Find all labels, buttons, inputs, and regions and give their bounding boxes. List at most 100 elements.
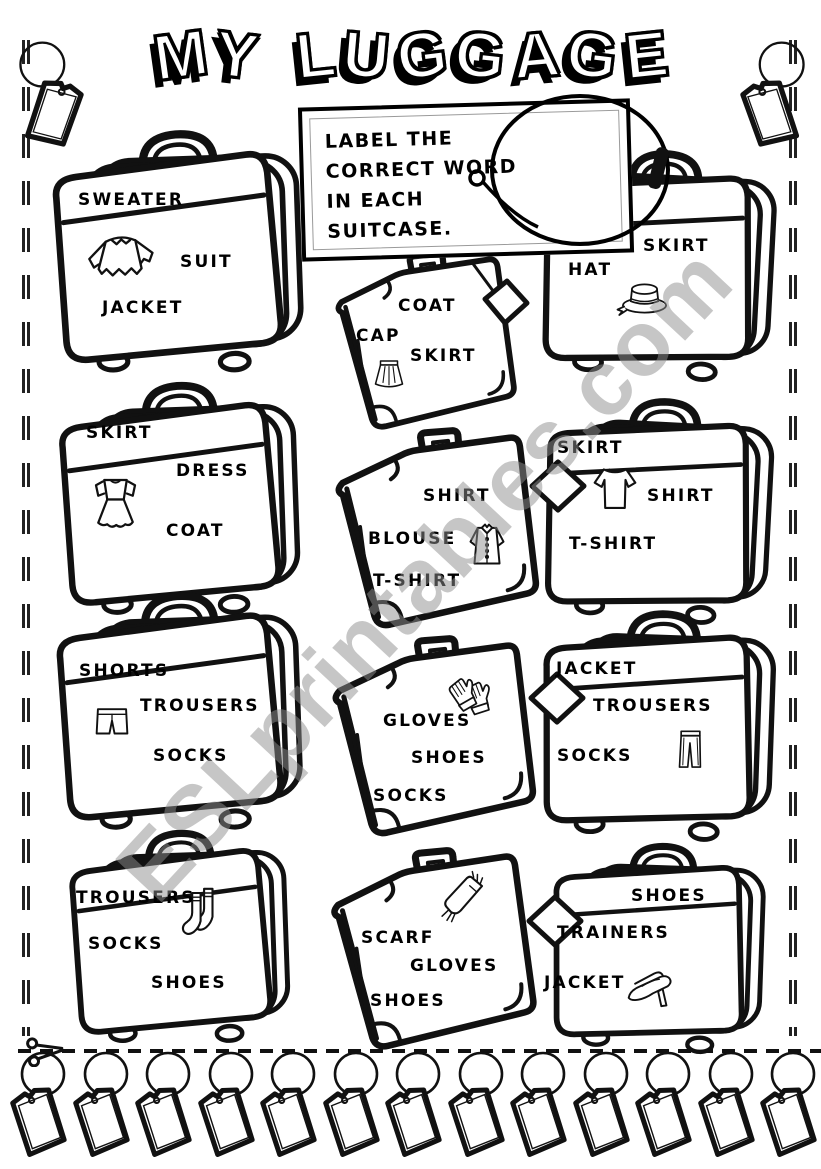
word-label: SOCKS	[373, 786, 449, 806]
left-edge-dashed-line	[27, 40, 30, 1036]
title-letter: G	[450, 15, 510, 94]
word-label: SHOES	[370, 991, 446, 1011]
word-label: SOCKS	[557, 746, 633, 766]
title-letter: L	[291, 16, 340, 94]
suitcase-graphic	[69, 829, 291, 1044]
word-label: T-SHIRT	[569, 534, 658, 554]
scissors-icon	[26, 1035, 66, 1071]
word-label: SUIT	[180, 252, 233, 272]
title-letter: G	[392, 15, 453, 95]
side-tag-icon	[526, 456, 590, 524]
word-label: TROUSERS	[76, 888, 196, 908]
word-label: SKIRT	[643, 236, 710, 256]
cutout-luggage-tag-icon	[6, 1048, 70, 1166]
word-label: SOCKS	[153, 746, 229, 766]
luggage-tag-icon	[6, 36, 92, 178]
bag-graphic	[331, 847, 537, 1050]
word-label: JACKET	[102, 298, 184, 318]
word-label: SKIRT	[557, 438, 624, 458]
word-label: SOCKS	[88, 934, 164, 954]
title-letter: G	[561, 15, 622, 95]
side-tag-icon	[465, 255, 535, 339]
word-label: BLOUSE	[368, 529, 457, 549]
cutout-luggage-tag-icon	[319, 1048, 383, 1166]
cut-dashed-line	[18, 1049, 821, 1053]
scarf-icon	[441, 870, 484, 923]
suitcase-graphic	[59, 381, 301, 615]
title-letter: E	[620, 16, 672, 95]
suitcase-graphic	[545, 398, 775, 625]
instruction-inner-border: LABEL THE CORRECT WORD IN EACH SUITCASE.	[309, 109, 623, 251]
word-label: T-SHIRT	[373, 571, 462, 591]
cutout-tags-row	[0, 1048, 821, 1169]
word-label: DRESS	[176, 461, 250, 481]
gloves-icon	[448, 678, 490, 716]
shirt-icon	[469, 523, 505, 565]
shorts-icon	[95, 708, 129, 735]
cutout-luggage-tag-icon	[756, 1048, 820, 1166]
word-label: SHORTS	[79, 661, 170, 681]
title-letter: A	[508, 16, 563, 94]
word-label: TROUSERS	[140, 696, 260, 716]
suitcase-row4-left: TROUSERS SOCKS SHOES	[52, 828, 309, 1045]
title-letter: M	[148, 14, 213, 95]
cutout-luggage-tag-icon	[381, 1048, 445, 1166]
word-label: SWEATER	[78, 190, 185, 210]
cutout-luggage-tag-icon	[194, 1048, 258, 1166]
cutout-luggage-tag-icon	[569, 1048, 633, 1166]
suitcase-graphic	[52, 130, 304, 373]
cutout-luggage-tag-icon	[256, 1048, 320, 1166]
suitcase-graphic	[553, 842, 766, 1055]
word-label: SHOES	[631, 886, 707, 906]
word-label: GLOVES	[410, 956, 499, 976]
hat-icon	[616, 283, 667, 316]
right-edge-dashed-line	[789, 40, 792, 1036]
bag-graphic	[332, 635, 537, 837]
suitcase-row2-right: SKIRT SHIRT T-SHIRT	[529, 396, 782, 625]
title-letter: Y	[210, 15, 264, 94]
bag-graphic	[335, 427, 540, 629]
cutout-luggage-tag-icon	[694, 1048, 758, 1166]
word-label: JACKET	[556, 659, 638, 679]
word-label: COAT	[398, 296, 457, 316]
word-label: JACKET	[544, 973, 626, 993]
right-edge-dashed-line	[794, 40, 797, 1036]
title-letter: U	[339, 16, 394, 94]
tshirt-icon	[593, 468, 637, 509]
cutout-luggage-tag-icon	[131, 1048, 195, 1166]
suitcase-row3-middle: GLOVES SHOES SOCKS	[305, 626, 542, 853]
word-label: COAT	[166, 521, 225, 541]
luggage-tag-icon	[732, 36, 818, 178]
suitcase-row3-left: SHORTS TROUSERS SOCKS	[52, 590, 309, 832]
suitcase-graphic	[56, 592, 303, 830]
sweater-icon	[88, 236, 154, 277]
suitcase-row1-left: SWEATER SUIT JACKET	[48, 128, 310, 375]
skirt-icon	[374, 360, 404, 388]
heels-icon	[627, 971, 672, 1008]
socks-icon	[181, 887, 214, 935]
word-label: SHOES	[411, 748, 487, 768]
suitcase-graphic	[543, 610, 776, 842]
word-label: GLOVES	[383, 711, 472, 731]
instruction-box: LABEL THE CORRECT WORD IN EACH SUITCASE.	[297, 98, 635, 262]
left-edge-dashed-line	[22, 40, 25, 1036]
side-tag-icon	[523, 891, 587, 959]
word-label: HAT	[568, 260, 613, 280]
suitcase-row4-middle: SCARF GLOVES SHOES	[303, 846, 543, 1058]
suitcase-row2-left: SKIRT DRESS COAT	[52, 380, 309, 617]
word-label: TROUSERS	[593, 696, 713, 716]
word-label: SCARF	[361, 928, 435, 948]
cutout-luggage-tag-icon	[506, 1048, 570, 1166]
word-label: SHOES	[151, 973, 227, 993]
word-label: SHIRT	[423, 486, 491, 506]
side-tag-icon	[525, 668, 589, 736]
word-label: CAP	[356, 326, 401, 346]
cutout-luggage-tag-icon	[631, 1048, 695, 1166]
word-label: SHIRT	[647, 486, 715, 506]
dress-icon	[94, 478, 137, 528]
word-label: SKIRT	[86, 423, 153, 443]
